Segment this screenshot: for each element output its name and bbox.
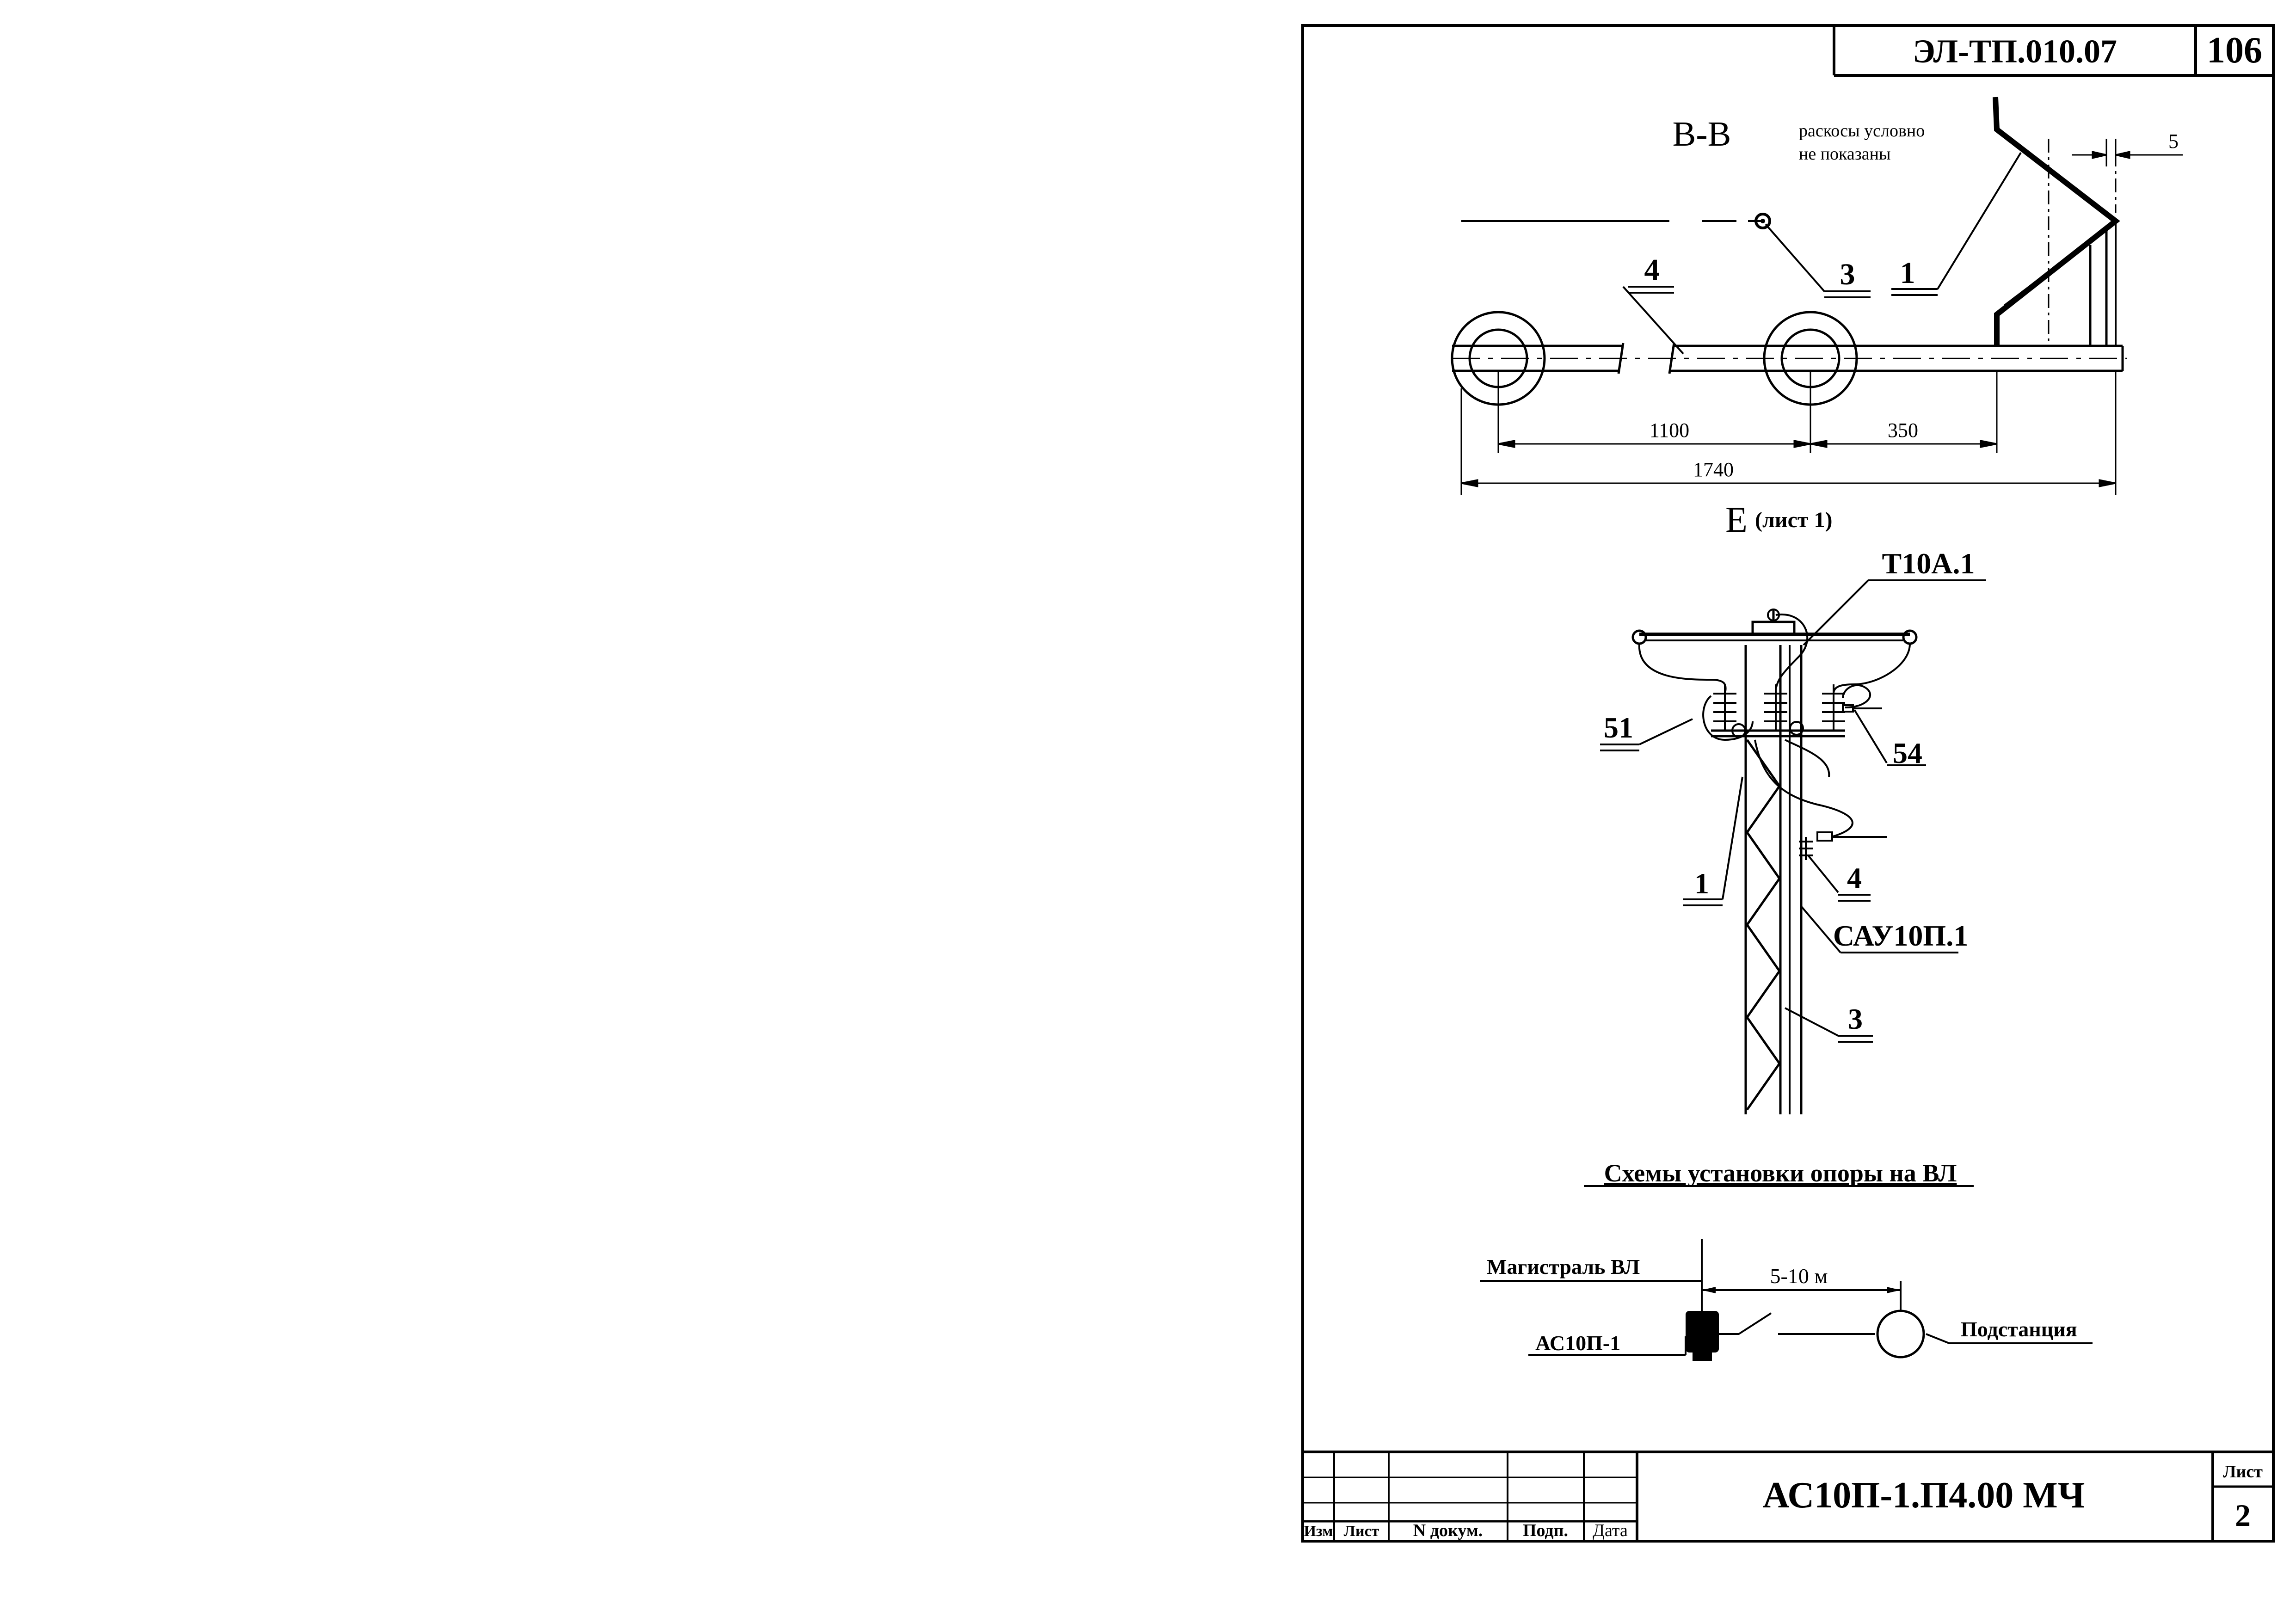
view-e-label-3: 3 bbox=[1848, 1002, 1863, 1035]
section-bb-label-3: 3 bbox=[1840, 258, 1855, 291]
view-e-label-1: 1 bbox=[1694, 867, 1709, 900]
section-bb-dimensions bbox=[1460, 370, 2117, 495]
conductor-wires bbox=[1638, 613, 1911, 838]
section-bb-title: В-В bbox=[1673, 115, 1731, 154]
bracket-profile bbox=[1993, 97, 2120, 346]
tb-col-podp: Подп. bbox=[1523, 1521, 1568, 1540]
section-bb: В-В раскосы условно не показаны bbox=[1451, 97, 2183, 495]
dim-350: 350 bbox=[1888, 419, 1918, 442]
dim-5-label: 5 bbox=[2168, 130, 2179, 153]
section-bb-note-line1: раскосы условно bbox=[1799, 121, 1925, 141]
view-e: Е (лист 1) bbox=[1600, 499, 1986, 1114]
section-bb-note-line2: не показаны bbox=[1799, 144, 1891, 164]
substation-symbol bbox=[1876, 1309, 1925, 1359]
bolt-circle bbox=[1754, 213, 1771, 229]
insulator-right bbox=[1822, 684, 1854, 731]
device-block bbox=[1686, 1311, 1719, 1361]
tb-col-data: Дата bbox=[1593, 1521, 1628, 1540]
dim-1100: 1100 bbox=[1650, 419, 1689, 442]
dim-5 bbox=[2072, 139, 2183, 166]
view-e-label-t10a: Т10А.1 bbox=[1882, 547, 1975, 580]
page-number: 106 bbox=[2207, 30, 2262, 71]
installation-scheme: Схемы установки опоры на ВЛ Магистраль В… bbox=[1480, 1159, 2093, 1361]
tb-sheet-number: 2 bbox=[2235, 1498, 2251, 1533]
view-e-label-sau: САУ10П.1 bbox=[1833, 919, 1968, 952]
tb-sheet-label: Лист bbox=[2223, 1462, 2263, 1482]
lower-fitting bbox=[1799, 831, 1887, 860]
insulator-center bbox=[1764, 684, 1804, 736]
view-e-label-4: 4 bbox=[1847, 861, 1862, 894]
tb-col-izm: Изм bbox=[1304, 1523, 1333, 1540]
section-bb-label-1: 1 bbox=[1900, 256, 1915, 290]
scheme-lines bbox=[1480, 1239, 2093, 1356]
scheme-title: Схемы установки опоры на ВЛ bbox=[1604, 1159, 1957, 1187]
tb-designation: АС10П-1.П4.00 МЧ bbox=[1763, 1475, 2085, 1516]
view-e-title-letter: Е bbox=[1725, 499, 1748, 540]
tb-col-ndoc: N докум. bbox=[1413, 1521, 1483, 1540]
lattice-pole bbox=[1744, 645, 1803, 1114]
view-e-label-51: 51 bbox=[1604, 711, 1633, 744]
view-e-title-ref: (лист 1) bbox=[1755, 508, 1832, 532]
view-e-leaders bbox=[1600, 579, 1986, 1043]
insulator-left bbox=[1713, 684, 1746, 738]
section-bb-leaders bbox=[1622, 152, 2022, 355]
tube-beam bbox=[1452, 343, 2127, 374]
view-e-label-54: 54 bbox=[1893, 737, 1922, 769]
device-label: АС10П-1 bbox=[1535, 1331, 1620, 1355]
sheet-frame bbox=[1301, 24, 2275, 1543]
distance-label: 5-10 м bbox=[1770, 1264, 1828, 1288]
dim-arrow-right bbox=[1887, 1287, 1901, 1293]
section-bb-label-4: 4 bbox=[1644, 253, 1660, 287]
tb-col-list: Лист bbox=[1344, 1523, 1379, 1540]
title-block bbox=[1303, 1451, 2273, 1541]
dim-arrow-left bbox=[1702, 1287, 1716, 1293]
arm-bar bbox=[1711, 729, 1845, 738]
crossarm bbox=[1631, 609, 1918, 645]
substation-label: Подстанция bbox=[1961, 1317, 2077, 1341]
dim-1740: 1740 bbox=[1693, 458, 1734, 481]
doc-code: ЭЛ-ТП.010.07 bbox=[1913, 33, 2117, 70]
mainline-label: Магистраль ВЛ bbox=[1487, 1255, 1640, 1279]
